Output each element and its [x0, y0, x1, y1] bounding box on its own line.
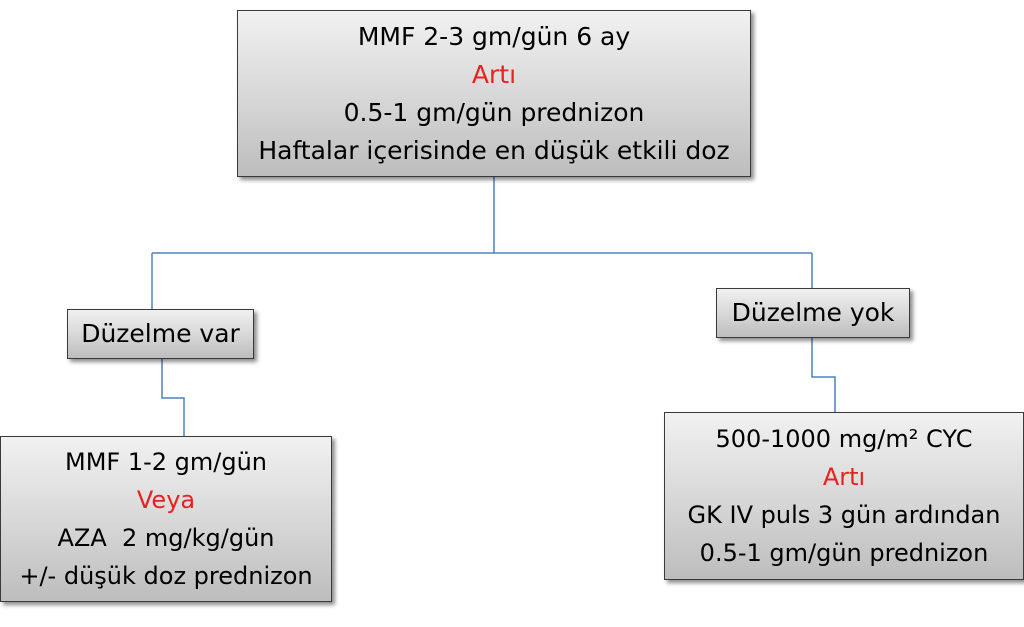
right-result-line-1: 500-1000 mg/m² CYC [715, 425, 973, 453]
root-line-2: Artı [471, 59, 517, 89]
duzelme-var-box: Düzelme var [67, 309, 254, 359]
root-line-1: MMF 2-3 gm/gün 6 ay [357, 21, 631, 51]
root-line-3: 0.5-1 gm/gün prednizon [343, 97, 645, 127]
connector-yok-to-result [811, 338, 836, 412]
duzelme-yok-label: Düzelme yok [731, 298, 895, 327]
root-line-4: Haftalar içerisinde en düşük etkili doz [258, 135, 730, 165]
left-result-line-4: +/- düşük doz prednizon [19, 562, 313, 590]
right-result-line-3: GK IV puls 3 gün ardından [687, 501, 1001, 529]
left-result-box: MMF 1-2 gm/gün Veya AZA 2 mg/kg/gün +/- … [0, 436, 332, 602]
duzelme-var-label: Düzelme var [81, 319, 240, 348]
left-result-line-1: MMF 1-2 gm/gün [64, 448, 268, 476]
right-result-line-4: 0.5-1 gm/gün prednizon [699, 539, 989, 567]
connector-var-to-result [161, 359, 185, 436]
left-result-line-3: AZA 2 mg/kg/gün [57, 524, 275, 552]
left-result-line-2: Veya [136, 486, 196, 514]
right-result-box: 500-1000 mg/m² CYC Artı GK IV puls 3 gün… [664, 412, 1024, 580]
duzelme-yok-box: Düzelme yok [716, 288, 910, 338]
root-treatment-box: MMF 2-3 gm/gün 6 ay Artı 0.5-1 gm/gün pr… [237, 10, 751, 177]
right-result-line-2: Artı [822, 463, 866, 491]
